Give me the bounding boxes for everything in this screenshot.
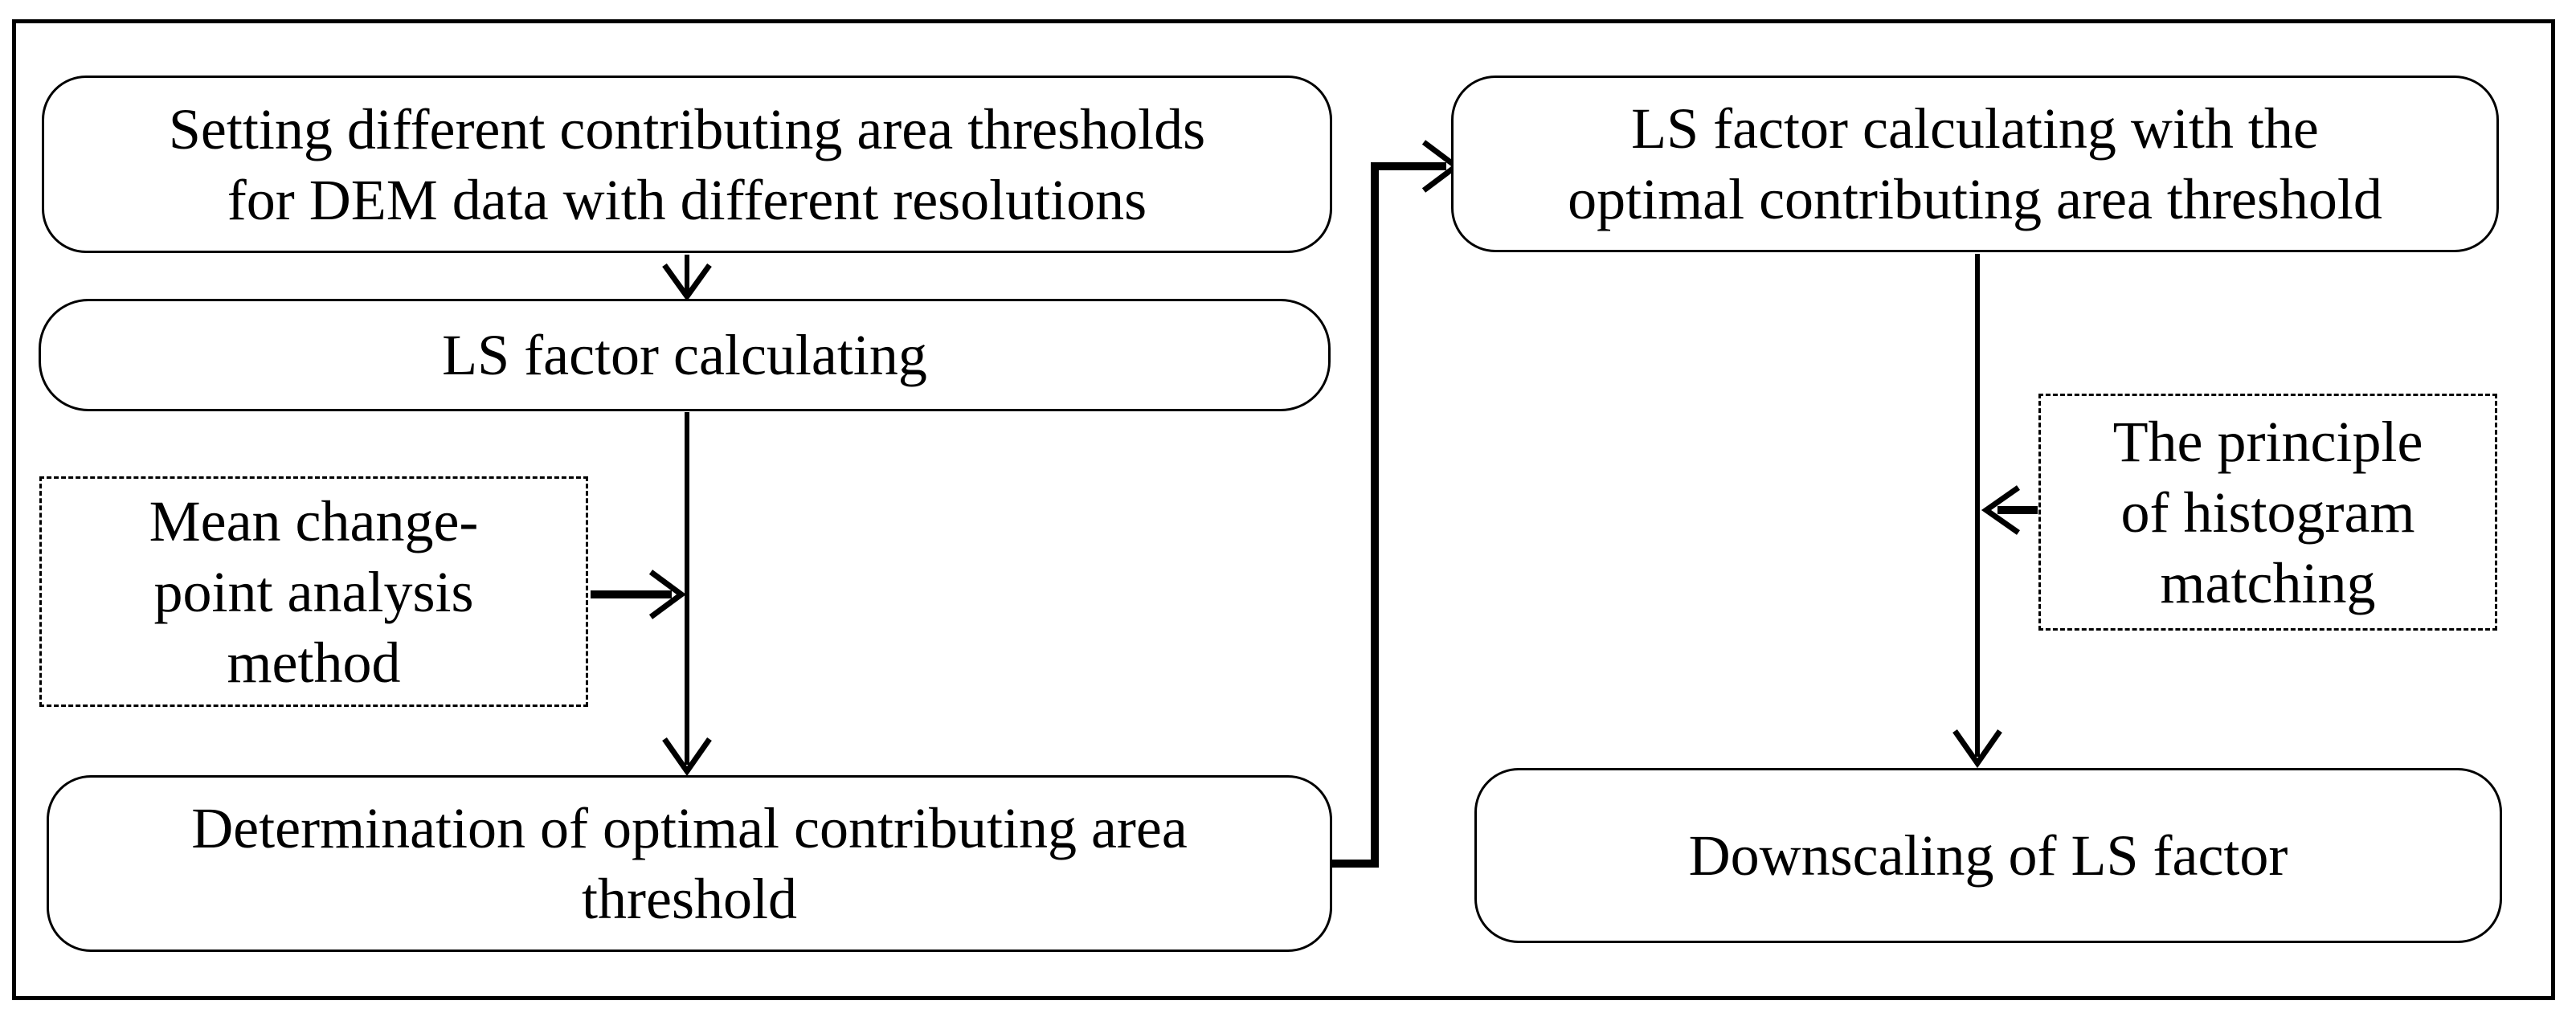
node-ls-factor-optimal-calculating: LS factor calculating with the optimal c… — [1451, 76, 2499, 252]
node-ls-factor-calculating: LS factor calculating — [39, 299, 1331, 411]
node-optimal-threshold-determination-label: Determination of optimal contributing ar… — [191, 796, 1188, 931]
node-ls-factor-calculating-label: LS factor calculating — [442, 323, 927, 387]
node-histogram-matching-principle-label: The principle of histogram matching — [2112, 409, 2423, 615]
node-mean-change-point-method-label: Mean change- point analysis method — [149, 488, 479, 695]
node-set-thresholds: Setting different contributing area thre… — [42, 76, 1332, 253]
node-downscaling-ls-factor-label: Downscaling of LS factor — [1688, 823, 2288, 888]
node-optimal-threshold-determination: Determination of optimal contributing ar… — [47, 775, 1332, 952]
node-downscaling-ls-factor: Downscaling of LS factor — [1474, 768, 2502, 943]
node-histogram-matching-principle: The principle of histogram matching — [2038, 394, 2497, 631]
node-ls-factor-optimal-calculating-label: LS factor calculating with the optimal c… — [1568, 96, 2382, 231]
node-mean-change-point-method: Mean change- point analysis method — [39, 476, 588, 707]
node-set-thresholds-label: Setting different contributing area thre… — [168, 96, 1206, 232]
